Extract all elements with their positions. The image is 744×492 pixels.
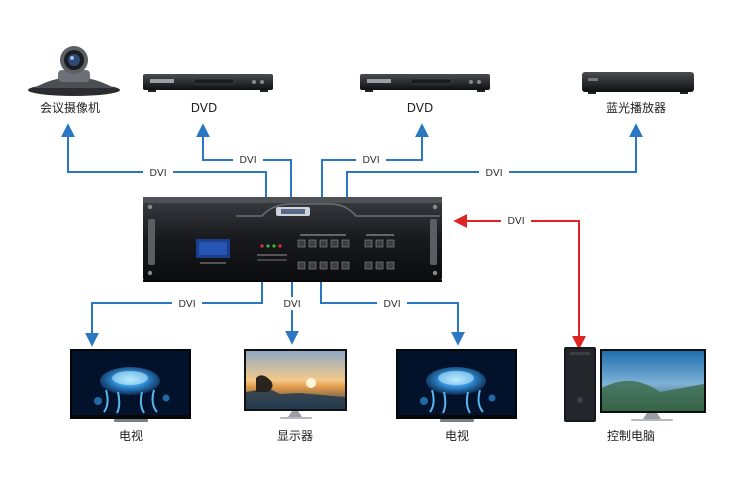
- left-rack-handle: [148, 219, 155, 265]
- label-in-2: DVI: [239, 155, 256, 166]
- pc-label: 控制电脑: [607, 429, 655, 443]
- dvd-2-label: DVD: [407, 101, 433, 115]
- tv-1: [70, 349, 191, 422]
- label-out-1: DVI: [178, 299, 195, 310]
- camera-device: [28, 46, 120, 96]
- channel-buttons: [297, 239, 350, 270]
- monitor-label: 显示器: [277, 429, 313, 443]
- tv-2-label: 电视: [445, 428, 469, 443]
- bluray-player: [582, 72, 694, 94]
- camera-label: 会议摄像机: [40, 100, 100, 115]
- label-in-1: DVI: [149, 168, 166, 179]
- dvd-player-1: [143, 74, 273, 92]
- dvd-player-2: [360, 74, 490, 92]
- tv-2: [396, 349, 517, 422]
- bluray-label: 蓝光播放器: [606, 100, 666, 115]
- label-control: DVI: [507, 216, 524, 227]
- tv-1-label: 电视: [119, 428, 143, 443]
- line-in-4: [346, 123, 643, 197]
- label-out-2: DVI: [283, 299, 300, 310]
- label-in-3: DVI: [362, 155, 379, 166]
- label-out-3: DVI: [383, 299, 400, 310]
- right-rack-handle: [430, 219, 437, 265]
- dvd-1-label: DVD: [191, 101, 217, 115]
- line-out-3: [320, 282, 465, 346]
- connection-labels: DVI DVI DVI DVI DVI DVI DVI DVI: [143, 153, 531, 310]
- line-control: [453, 214, 586, 350]
- line-out-1: [85, 282, 263, 347]
- control-pc: [564, 347, 706, 422]
- label-in-4: DVI: [485, 168, 502, 179]
- function-buttons: [364, 239, 395, 270]
- matrix-switcher: [143, 197, 442, 282]
- monitor: [244, 349, 347, 419]
